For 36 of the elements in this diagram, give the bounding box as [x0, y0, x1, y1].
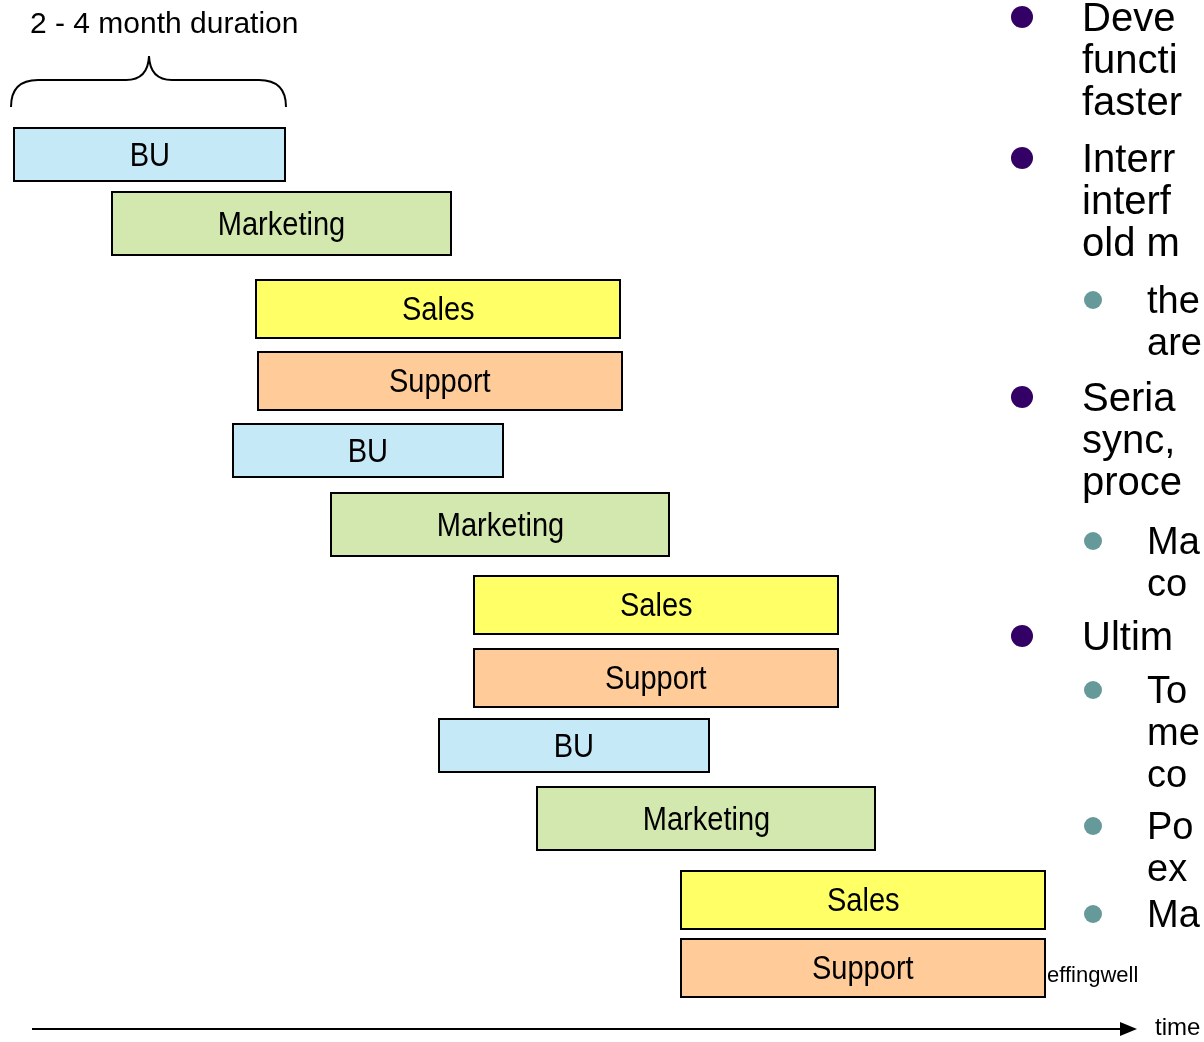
author-label: effingwell: [1047, 962, 1139, 988]
timeline-bar: [473, 648, 839, 708]
bullet-text: Ma co: [1147, 520, 1201, 604]
bar-label: Marketing: [642, 799, 770, 838]
bar-label: BU: [347, 431, 389, 470]
bullet-text: Ma: [1147, 893, 1201, 935]
timeline-bar: [680, 870, 1046, 930]
bar-label: Marketing: [217, 204, 346, 243]
timeline-bar: [536, 786, 876, 851]
bullet-text: Interr interf old m: [1082, 137, 1181, 263]
bar-label: BU: [129, 135, 170, 174]
timeline-bar: [257, 351, 623, 411]
timeline-bar: [232, 423, 504, 478]
timeline-bar: [438, 718, 710, 773]
bar-label: BU: [553, 726, 595, 765]
bullet-text: Po ex: [1147, 805, 1195, 889]
bullet-text: To me co: [1147, 669, 1201, 795]
bullet-text: the are: [1147, 279, 1203, 363]
bullet-text: Deve functi faster: [1082, 0, 1184, 122]
bullet-text: Ultim: [1082, 615, 1175, 657]
timeline-bar: [111, 191, 452, 256]
timeline-bar: [13, 127, 286, 182]
duration-label: 2 - 4 month duration: [30, 6, 299, 40]
timeline-bar: [473, 575, 839, 635]
bar-label: Sales: [401, 290, 475, 328]
timeline-bar: [680, 938, 1046, 998]
bar-label: Marketing: [436, 505, 564, 544]
timeline-bar: [255, 279, 621, 339]
bar-label: Sales: [826, 881, 900, 919]
bar-label: Support: [812, 949, 914, 987]
bar-label: Sales: [619, 586, 693, 624]
timeline-bar: [330, 492, 670, 557]
axis-label: time: [1155, 1013, 1201, 1041]
bullet-text: Seria sync, proce: [1082, 376, 1184, 502]
bar-label: Support: [389, 362, 491, 400]
bar-label: Support: [605, 659, 707, 697]
